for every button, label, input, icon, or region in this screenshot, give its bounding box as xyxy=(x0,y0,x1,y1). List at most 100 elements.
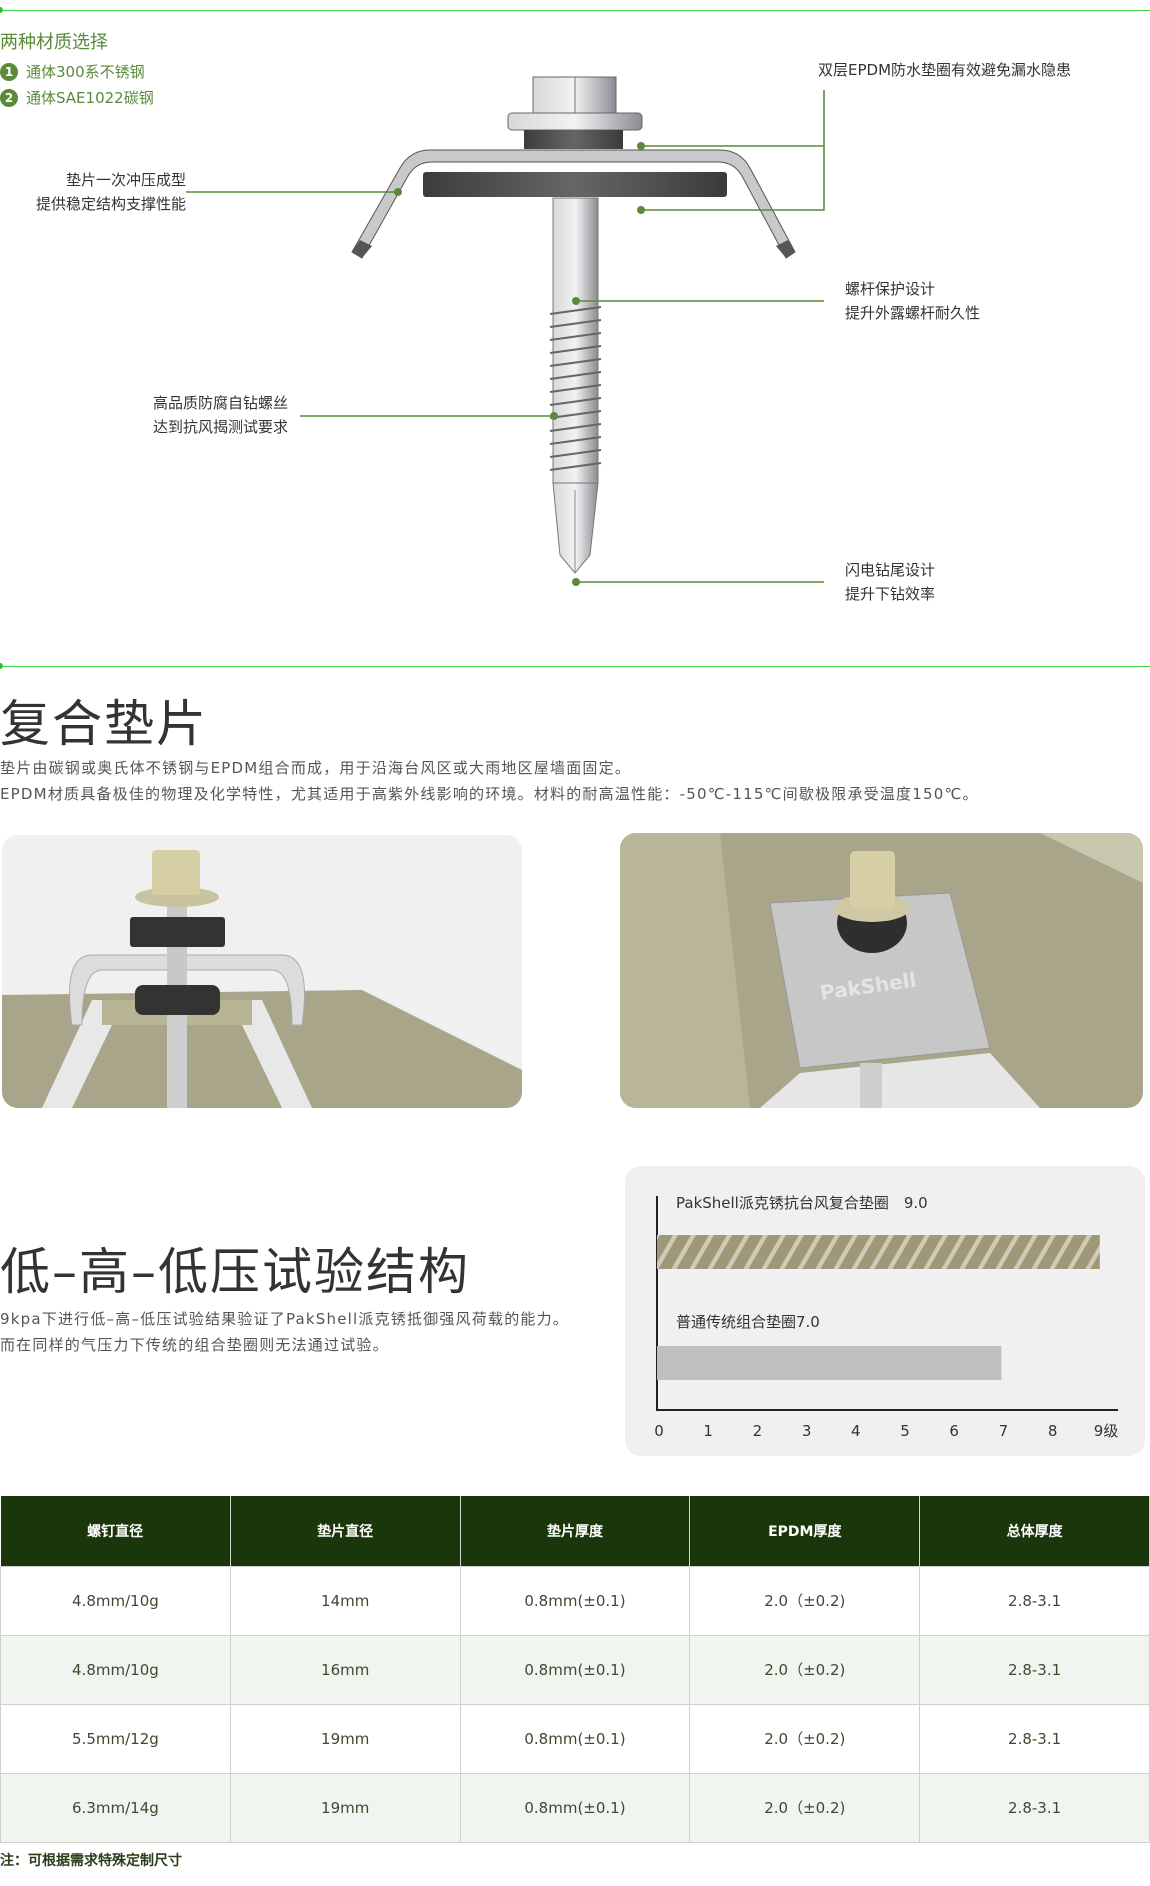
composite-description: 垫片由碳钢或奥氏体不锈钢与EPDM组合而成，用于沿海台风区或大雨地区屋墙面固定。… xyxy=(0,755,979,807)
thread-ridge xyxy=(549,436,602,445)
x-tick-label: 4 xyxy=(851,1422,861,1440)
table-cell: 0.8mm(±0.1) xyxy=(459,1772,691,1843)
table-cell: 2.0（±0.2) xyxy=(689,1772,921,1843)
x-tick-label: 2 xyxy=(753,1422,763,1440)
divider-dot xyxy=(0,663,3,669)
thread-ridge xyxy=(549,345,602,354)
x-tick-label: 9级 xyxy=(1094,1422,1119,1440)
description-line: EPDM材质具备极佳的物理及化学特性，尤其适用于高紫外线影响的环境。材料的耐高温… xyxy=(0,785,979,803)
callout-washer: 垫片一次冲压成型 提供稳定结构支撑性能 xyxy=(0,168,186,216)
material-item-1: 1 通体300系不锈钢 xyxy=(0,61,145,82)
column-header: 螺钉直径 xyxy=(0,1496,231,1566)
callout-dot xyxy=(637,142,645,150)
thread-ridge xyxy=(549,410,602,419)
thread-ridge xyxy=(549,462,602,471)
x-tick-label: 3 xyxy=(802,1422,812,1440)
table-cell: 2.8-3.1 xyxy=(919,1565,1150,1636)
bar-2 xyxy=(657,1346,1002,1380)
bar-chart: PakShell派克锈抗台风复合垫圈 9.0 普通传统组合垫圈7.0 0 1 2 3 4 5… xyxy=(654,1194,1119,1440)
callout-dot xyxy=(550,412,558,420)
bar-label: 普通传统组合垫圈7.0 xyxy=(676,1313,820,1331)
test-description: 9kpa下进行低–高–低压试验结果验证了PakShell派克锈抵御强风荷载的能力… xyxy=(0,1306,569,1358)
table-cell: 4.8mm/10g xyxy=(0,1634,231,1705)
thread-ridge xyxy=(549,423,602,432)
x-tick-label: 5 xyxy=(900,1422,910,1440)
table-cell: 2.8-3.1 xyxy=(919,1772,1150,1843)
callout-line: 提升外露螺杆耐久性 xyxy=(845,304,981,322)
thread-ridge xyxy=(549,371,602,380)
composite-title: 复合垫片 xyxy=(0,695,208,753)
table-cell: 0.8mm(±0.1) xyxy=(459,1703,691,1774)
callout-thread: 高品质防腐自钻螺丝 达到抗风揭测试要求 xyxy=(153,391,288,439)
table-cell: 2.0（±0.2) xyxy=(689,1703,921,1774)
callout-tip: 闪电钻尾设计 提升下钻效率 xyxy=(845,558,935,606)
material-item-2: 2 通体SAE1022碳钢 xyxy=(0,87,154,108)
callout-dot xyxy=(637,206,645,214)
screw-diagram xyxy=(186,76,825,586)
photo-washer-installed: PakShell xyxy=(620,833,1143,1108)
callout-epdm: 双层EPDM防水垫圈有效避免漏水隐患 xyxy=(818,61,1072,79)
materials-title: 两种材质选择 xyxy=(0,32,108,53)
thread-ridge xyxy=(549,384,602,393)
screw-illustration xyxy=(351,76,796,574)
table-cell: 19mm xyxy=(229,1703,461,1774)
callout-shank: 螺杆保护设计 提升外露螺杆耐久性 xyxy=(845,277,980,325)
table-cell: 19mm xyxy=(229,1772,461,1843)
callout-line: 闪电钻尾设计 xyxy=(845,561,936,579)
thread-ridge xyxy=(549,397,602,406)
column-header: EPDM厚度 xyxy=(689,1496,921,1566)
description-line: 垫片由碳钢或奥氏体不锈钢与EPDM组合而成，用于沿海台风区或大雨地区屋墙面固定。 xyxy=(0,759,632,777)
test-title: 低–高–低压试验结构 xyxy=(0,1243,470,1301)
bar-1 xyxy=(657,1235,1100,1269)
callout-line: 达到抗风揭测试要求 xyxy=(153,418,289,436)
column-header: 总体厚度 xyxy=(919,1496,1150,1566)
thread-ridge xyxy=(549,449,602,458)
x-tick-label: 0 xyxy=(654,1422,664,1440)
table-cell: 0.8mm(±0.1) xyxy=(459,1634,691,1705)
thread-ridge xyxy=(549,332,602,341)
table-cell: 6.3mm/14g xyxy=(0,1772,231,1843)
leader-lines xyxy=(186,90,825,583)
thread-ridge xyxy=(549,306,602,315)
table-cell: 4.8mm/10g xyxy=(0,1565,231,1636)
thread-ridge xyxy=(549,358,602,367)
callout-line: 螺杆保护设计 xyxy=(845,280,936,298)
table-cell: 0.8mm(±0.1) xyxy=(459,1565,691,1636)
divider-dot xyxy=(0,7,3,13)
x-tick-label: 1 xyxy=(703,1422,713,1440)
table-cell: 2.0（±0.2) xyxy=(689,1565,921,1636)
divider-top xyxy=(0,10,1150,11)
callout-line: 垫片一次冲压成型 xyxy=(65,171,186,189)
x-tick-label: 8 xyxy=(1048,1422,1058,1440)
x-tick-label: 7 xyxy=(999,1422,1009,1440)
table-note: 注：可根据需求特殊定制尺寸 xyxy=(0,1853,182,1869)
callout-dot xyxy=(572,578,580,586)
callout-dot xyxy=(572,297,580,305)
photo-washer-exploded xyxy=(2,835,522,1108)
description-line: 而在同样的气压力下传统的组合垫圈则无法通过试验。 xyxy=(0,1336,389,1354)
column-header: 垫片厚度 xyxy=(460,1496,691,1566)
description-line: 9kpa下进行低–高–低压试验结果验证了PakShell派克锈抵御强风荷载的能力… xyxy=(0,1310,569,1328)
callout-line: 提供稳定结构支撑性能 xyxy=(35,195,186,213)
callout-line: 高品质防腐自钻螺丝 xyxy=(153,394,289,412)
table-cell: 2.8-3.1 xyxy=(919,1634,1150,1705)
chart-panel xyxy=(625,1166,1145,1456)
material-label: 通体300系不锈钢 xyxy=(26,63,145,81)
table-cell: 2.0（±0.2) xyxy=(689,1634,921,1705)
bar-label: PakShell派克锈抗台风复合垫圈 9.0 xyxy=(676,1194,928,1212)
divider-middle xyxy=(0,666,1150,667)
table-cell: 2.8-3.1 xyxy=(919,1703,1150,1774)
x-tick-label: 6 xyxy=(949,1422,959,1440)
callout-line: 提升下钻效率 xyxy=(845,585,936,603)
column-header: 垫片直径 xyxy=(230,1496,461,1566)
number-badge-icon: 1 xyxy=(0,62,18,81)
thread-ridge xyxy=(549,319,602,328)
material-label: 通体SAE1022碳钢 xyxy=(26,89,154,107)
callout-dot xyxy=(394,188,402,196)
